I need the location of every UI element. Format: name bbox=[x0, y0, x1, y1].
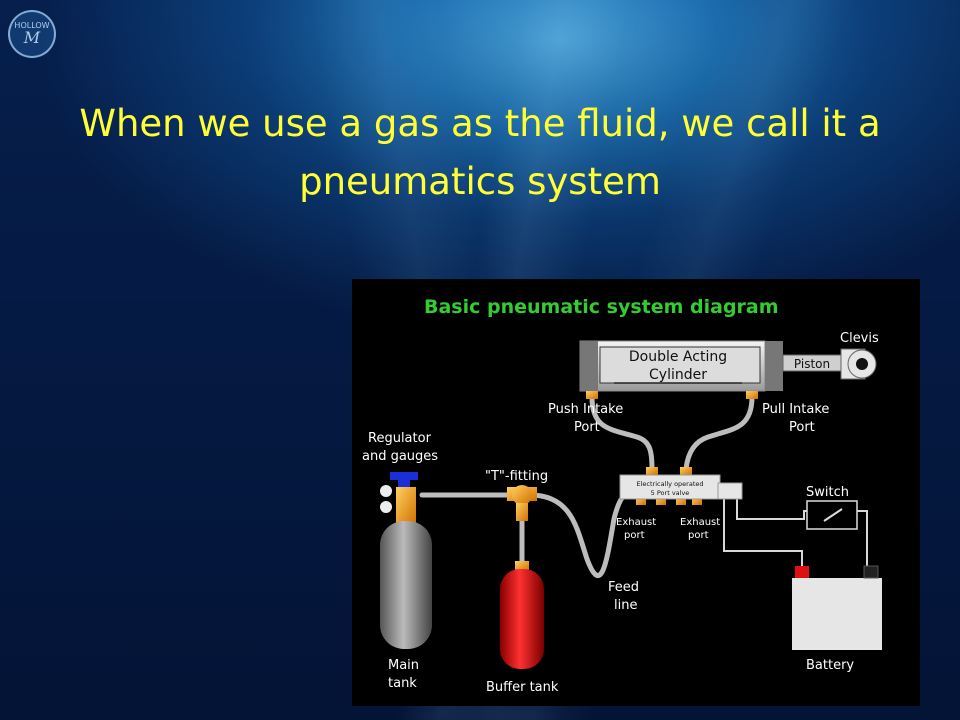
slide-title: When we use a gas as the fluid, we call … bbox=[79, 102, 881, 203]
piston-label: Piston bbox=[794, 357, 830, 371]
pull-intake-label-2: Port bbox=[789, 420, 815, 435]
valve-label-1: Electrically operated bbox=[636, 480, 703, 488]
push-line bbox=[589, 394, 655, 472]
regulator-label-1: Regulator bbox=[368, 431, 432, 446]
t-fitting bbox=[507, 485, 537, 521]
diagram-title: Basic pneumatic system diagram bbox=[424, 296, 779, 318]
regulator bbox=[380, 472, 418, 525]
exhaust1-label-1: Exhaust bbox=[616, 517, 656, 528]
valve-label-2: 5 Port valve bbox=[651, 489, 690, 497]
buffer-tank-label: Buffer tank bbox=[486, 680, 559, 695]
buffer-tank bbox=[500, 561, 544, 669]
pull-line bbox=[683, 394, 755, 472]
regulator-label-2: and gauges bbox=[362, 449, 438, 464]
exhaust1-label-2: port bbox=[624, 530, 645, 541]
push-intake-label-1: Push Intake bbox=[548, 402, 623, 417]
exhaust2-label-1: Exhaust bbox=[680, 517, 720, 528]
switch-label: Switch bbox=[806, 485, 849, 500]
pneumatic-diagram: Basic pneumatic system diagram Double Ac… bbox=[352, 279, 920, 706]
exhaust2-label-2: port bbox=[688, 530, 709, 541]
five-port-valve: Electrically operated 5 Port valve bbox=[619, 474, 743, 500]
feed-line-label-2: line bbox=[614, 598, 637, 613]
clevis-label: Clevis bbox=[840, 331, 879, 346]
main-tank-label-1: Main bbox=[388, 658, 419, 673]
port-fittings bbox=[586, 391, 758, 505]
double-acting-cylinder: Double Acting Cylinder Piston bbox=[579, 340, 877, 392]
cylinder-label-line1: Double Acting bbox=[629, 349, 727, 365]
t-fitting-label: "T"-fitting bbox=[485, 469, 548, 484]
main-tank bbox=[380, 521, 432, 649]
logo-text: HOLLOW bbox=[14, 21, 50, 30]
switch bbox=[806, 500, 858, 530]
feed-line-label-1: Feed bbox=[608, 580, 639, 595]
logo-badge: HOLLOW M bbox=[8, 10, 56, 58]
main-tank-label-2: tank bbox=[388, 676, 417, 691]
logo-monogram: M bbox=[23, 28, 41, 47]
cylinder-label-line2: Cylinder bbox=[649, 367, 707, 383]
battery-label: Battery bbox=[806, 658, 854, 673]
pull-intake-label-1: Pull Intake bbox=[762, 402, 829, 417]
battery bbox=[792, 565, 882, 650]
pneumatic-diagram-svg: Basic pneumatic system diagram Double Ac… bbox=[362, 296, 882, 695]
push-intake-label-2: Port bbox=[574, 420, 600, 435]
